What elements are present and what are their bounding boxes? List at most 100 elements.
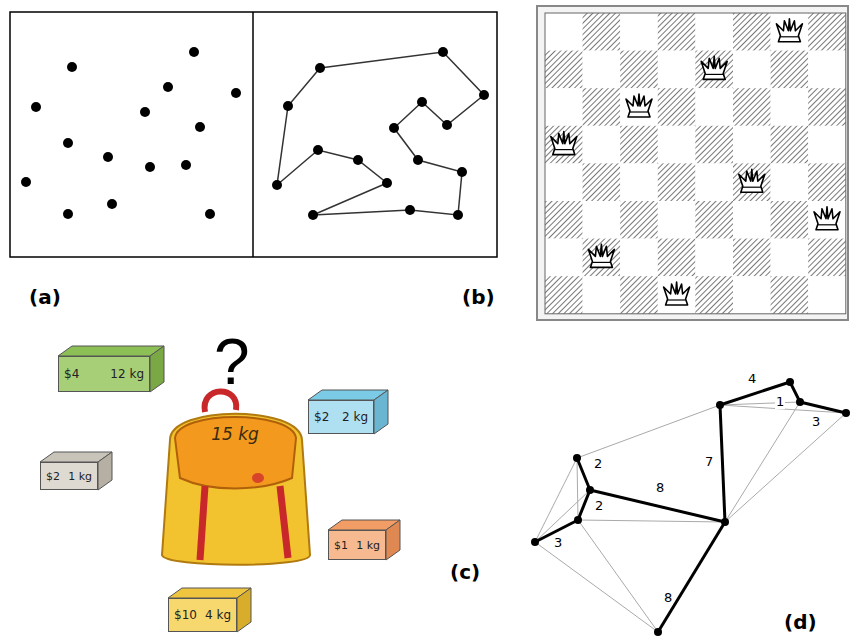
edge-weight: 2	[593, 457, 603, 471]
box-side-face	[386, 520, 400, 560]
tree-edge	[578, 490, 590, 520]
city-dot	[145, 162, 155, 172]
city-dot	[103, 152, 113, 162]
queen-piece	[701, 56, 727, 79]
backpack-flap	[175, 417, 296, 489]
board-square	[771, 88, 809, 126]
graph-edge	[577, 458, 578, 520]
box-top-face	[58, 346, 164, 356]
edge-weight: 8	[663, 591, 673, 605]
queen-piece	[739, 169, 765, 192]
edge-weight: 3	[811, 415, 821, 429]
board-square	[695, 201, 733, 239]
board-square	[583, 239, 621, 277]
board-square	[658, 13, 696, 51]
panel-label: (c)	[450, 561, 480, 583]
queen-band	[743, 187, 761, 188]
board-square	[658, 51, 696, 89]
tsp-tour	[277, 52, 484, 215]
panel-label: (a)	[29, 286, 61, 308]
board-square	[808, 51, 846, 89]
box-side-face	[150, 346, 164, 392]
panel-divider	[252, 12, 254, 257]
backpack-strap	[200, 486, 205, 560]
tree-edge	[800, 402, 846, 413]
backpack-strap	[280, 486, 288, 558]
city-dot	[231, 88, 241, 98]
city-dot	[442, 120, 452, 130]
board-square	[620, 163, 658, 201]
board-square	[658, 126, 696, 164]
graph-edge	[535, 458, 577, 542]
board-square	[620, 88, 658, 126]
board-square	[808, 13, 846, 51]
board-square	[545, 13, 583, 51]
graph-vertex	[573, 454, 581, 462]
board-square	[583, 163, 621, 201]
city-dot	[31, 102, 41, 112]
edge-weight: 3	[553, 536, 563, 550]
queen-piece	[551, 132, 577, 155]
chessboard	[545, 13, 846, 314]
queen-band	[668, 299, 686, 300]
board-square	[545, 239, 583, 277]
board-square	[658, 239, 696, 277]
board-square	[695, 126, 733, 164]
tree-edge	[577, 458, 590, 490]
knapsack-item: $412 kg	[58, 356, 150, 392]
board-square	[545, 51, 583, 89]
board-square	[808, 88, 846, 126]
queen-piece	[664, 282, 690, 305]
city-dot	[140, 107, 150, 117]
board-square	[695, 163, 733, 201]
item-weight: 1 kg	[68, 470, 92, 483]
city-dot	[315, 63, 325, 73]
queen-piece	[814, 207, 840, 230]
board-square	[733, 163, 771, 201]
panel-label: (d)	[784, 611, 817, 633]
board-square	[583, 201, 621, 239]
edge-weight: 8	[655, 481, 665, 495]
edge-weight: 2	[594, 499, 604, 513]
graph-edge	[535, 542, 658, 632]
board-square	[733, 88, 771, 126]
queen-piece	[626, 94, 652, 117]
board-square	[545, 201, 583, 239]
city-dot	[63, 138, 73, 148]
board-square	[545, 163, 583, 201]
box-side-face	[237, 588, 251, 632]
city-dot	[272, 180, 282, 190]
city-dot	[283, 101, 293, 111]
item-weight: 12 kg	[110, 367, 144, 381]
tsp-frame	[10, 12, 497, 257]
board-square	[695, 276, 733, 314]
city-dot	[313, 145, 323, 155]
board-square	[808, 126, 846, 164]
city-dot	[21, 177, 31, 187]
knapsack-item: $22 kg	[308, 400, 374, 434]
panel-label: (b)	[462, 286, 495, 308]
graph-edge	[535, 490, 590, 542]
graph-vertex	[786, 378, 794, 386]
board-square	[771, 201, 809, 239]
queen-piece	[776, 19, 802, 42]
item-weight: 1 kg	[356, 539, 380, 552]
board-square	[545, 126, 583, 164]
item-value: $2	[314, 410, 329, 424]
city-dot	[413, 155, 423, 165]
board-square	[771, 239, 809, 277]
board-square	[658, 163, 696, 201]
question-mark: ?	[214, 327, 250, 397]
board-square	[658, 201, 696, 239]
item-value: $1	[334, 539, 348, 552]
graph-vertex	[796, 398, 804, 406]
graph-edge	[577, 405, 720, 458]
queen-band	[780, 36, 798, 37]
backpack	[162, 391, 310, 564]
board-border	[545, 13, 846, 314]
backpack-capacity: 15 kg	[190, 420, 280, 448]
knapsack-item: $1 1 kg	[328, 530, 386, 560]
board-square	[583, 88, 621, 126]
graph-edge	[725, 413, 846, 522]
